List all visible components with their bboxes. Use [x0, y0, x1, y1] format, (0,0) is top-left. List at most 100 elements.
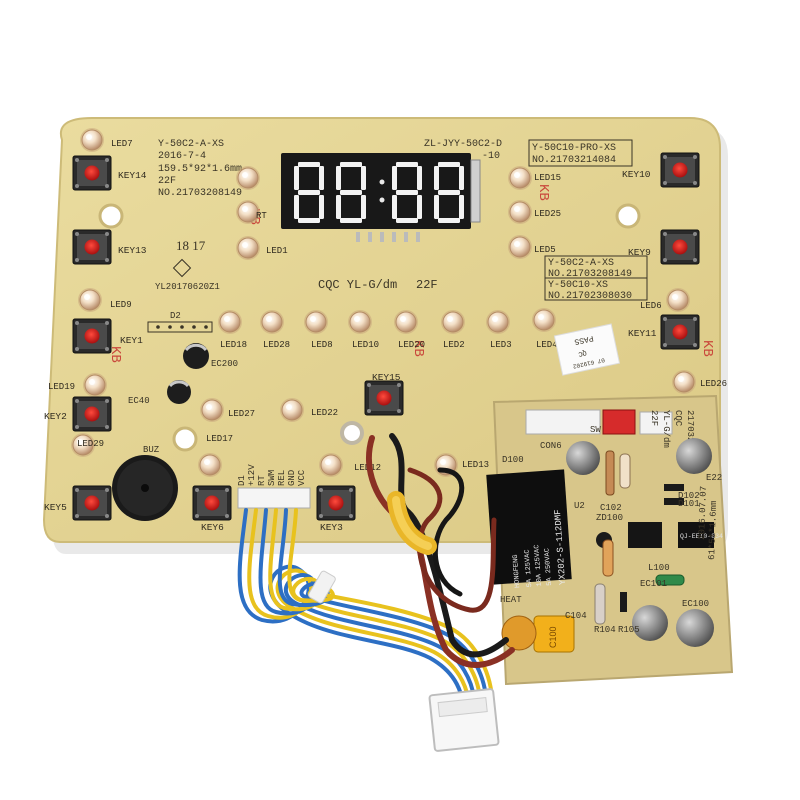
led-label: LED5 — [534, 245, 556, 255]
key-label: KEY14 — [118, 170, 147, 181]
harness-end-connector — [428, 688, 500, 752]
main-board-capacitors — [167, 343, 209, 404]
key-label: KEY9 — [628, 247, 651, 258]
power-board-label: EC100 — [682, 599, 709, 609]
svg-text:HONGFENG: HONGFENG — [512, 554, 522, 588]
svg-text:ZL-JYY-50C2-D: ZL-JYY-50C2-D — [424, 139, 502, 150]
power-board-label: D101 — [678, 499, 700, 509]
led-label: LED3 — [490, 340, 512, 350]
led — [672, 370, 696, 394]
tact-switches — [72, 152, 700, 521]
led — [80, 128, 104, 152]
led-label: LED26 — [700, 379, 727, 389]
led — [486, 310, 510, 334]
led-label: LED1 — [266, 246, 288, 256]
svg-text:NO.21703208149: NO.21703208149 — [548, 269, 632, 280]
power-board-dims: 61*51*1.6mm — [707, 500, 719, 560]
led-label: LED8 — [311, 340, 333, 350]
power-board-label: L100 — [648, 563, 670, 573]
led — [508, 166, 532, 190]
tact-switch — [72, 485, 112, 521]
svg-text:YL-G/dm: YL-G/dm — [661, 410, 671, 448]
led-label: LED17 — [206, 434, 233, 444]
connector-pin-label: +12V — [247, 464, 257, 486]
led — [71, 433, 95, 457]
power-board-label: R104 — [594, 625, 616, 635]
svg-text:KB: KB — [535, 184, 551, 201]
led-array — [71, 128, 696, 477]
diodes — [620, 484, 684, 612]
svg-text:-10: -10 — [482, 151, 500, 162]
tact-switch — [660, 314, 700, 350]
power-board-header-small — [639, 411, 673, 435]
key-label: KEY13 — [118, 245, 147, 256]
connector-pin-label: SWM — [267, 470, 277, 486]
buzzer — [112, 455, 178, 521]
svg-text:217032081: 217032081 — [685, 410, 695, 459]
led-labels: LED7 LED1 RT LED15 LED25 LED5 LED9 LED18… — [48, 139, 727, 473]
tact-switch — [660, 229, 700, 265]
led-label: LED6 — [640, 301, 662, 311]
display-colon-bottom — [379, 197, 385, 203]
button-cap — [84, 239, 100, 255]
key-labels: KEY14 KEY13 KEY1 KEY2 KEY5 KEY6 KEY3 KEY… — [44, 169, 657, 533]
power-board-header-red — [602, 409, 636, 435]
power-board-label: ZD100 — [596, 513, 623, 523]
led — [198, 453, 222, 477]
led — [260, 310, 284, 334]
seven-segment-display — [281, 153, 481, 242]
key-label: KEY6 — [201, 522, 224, 533]
svg-text:NO.21702308030: NO.21702308030 — [548, 291, 632, 302]
led — [319, 453, 343, 477]
led-label: RT — [256, 211, 267, 221]
led-label: LED29 — [77, 439, 104, 449]
led — [236, 200, 260, 224]
led — [532, 308, 556, 332]
qc-sticker: PASS QC 07 619202 — [553, 323, 621, 376]
led-label: LED19 — [48, 382, 75, 392]
connector-pin-label: D1 — [237, 475, 247, 486]
svg-text:NO.21703208149: NO.21703208149 — [158, 188, 242, 199]
tact-switch — [660, 152, 700, 188]
button-cap — [376, 390, 392, 406]
svg-text:22F: 22F — [416, 278, 438, 292]
svg-text:C100: C100 — [548, 626, 558, 648]
display-digit — [294, 162, 324, 223]
led — [508, 235, 532, 259]
svg-text:5A 125VAC: 5A 125VAC — [524, 549, 535, 587]
led — [441, 310, 465, 334]
key-label: KEY2 — [44, 411, 67, 422]
display-pins — [356, 232, 420, 242]
led — [200, 398, 224, 422]
key-label: KEY5 — [44, 502, 67, 513]
svg-text:10A 125VAC: 10A 125VAC — [533, 544, 544, 586]
led-label: LED10 — [352, 340, 379, 350]
silkscreen-right-box: Y-50C2-A-XS NO.21703208149 Y-50C10-XS NO… — [544, 255, 648, 302]
svg-text:QJ-EEI0-834: QJ-EEI0-834 — [680, 533, 723, 540]
led — [348, 310, 372, 334]
connector-pin-label: REL — [277, 470, 287, 486]
led — [508, 200, 532, 224]
power-board-label: U2 — [574, 501, 585, 511]
svg-text:22F: 22F — [649, 410, 659, 426]
tact-switch — [192, 485, 232, 521]
svg-text:YL20170620Z1: YL20170620Z1 — [155, 282, 220, 292]
led — [280, 398, 304, 422]
tact-switch — [72, 155, 112, 191]
key-label: KEY3 — [320, 522, 343, 533]
tact-switch — [364, 380, 404, 416]
led — [218, 310, 242, 334]
svg-text:D2: D2 — [170, 311, 181, 321]
led-label: LED20 — [398, 340, 425, 350]
svg-text:2016-7-4: 2016-7-4 — [158, 151, 206, 162]
display-digit — [434, 162, 464, 223]
power-board-label: CON6 — [540, 441, 562, 451]
power-board-label: SW — [590, 425, 601, 435]
button-cap — [204, 495, 220, 511]
led — [666, 288, 690, 312]
led-label: LED7 — [111, 139, 133, 149]
led-label: LED25 — [534, 209, 561, 219]
svg-text:5A 250VAC: 5A 250VAC — [544, 548, 555, 586]
svg-text:EC40: EC40 — [128, 396, 150, 406]
